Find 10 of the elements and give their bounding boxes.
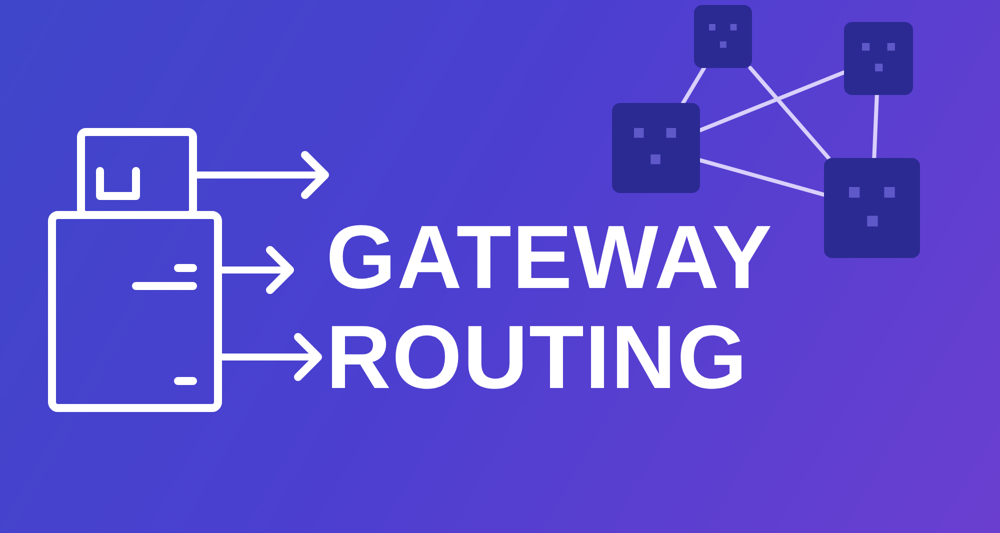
node-square [844,22,913,95]
connector-line [698,70,846,132]
connector-line [872,93,879,160]
connector-line [748,66,831,160]
connector-line [681,66,706,105]
title: GATEWAY ROUTING [326,208,772,408]
connector-line [698,158,826,197]
node-square [612,103,700,193]
node-square [824,158,920,258]
node-square [694,5,752,68]
